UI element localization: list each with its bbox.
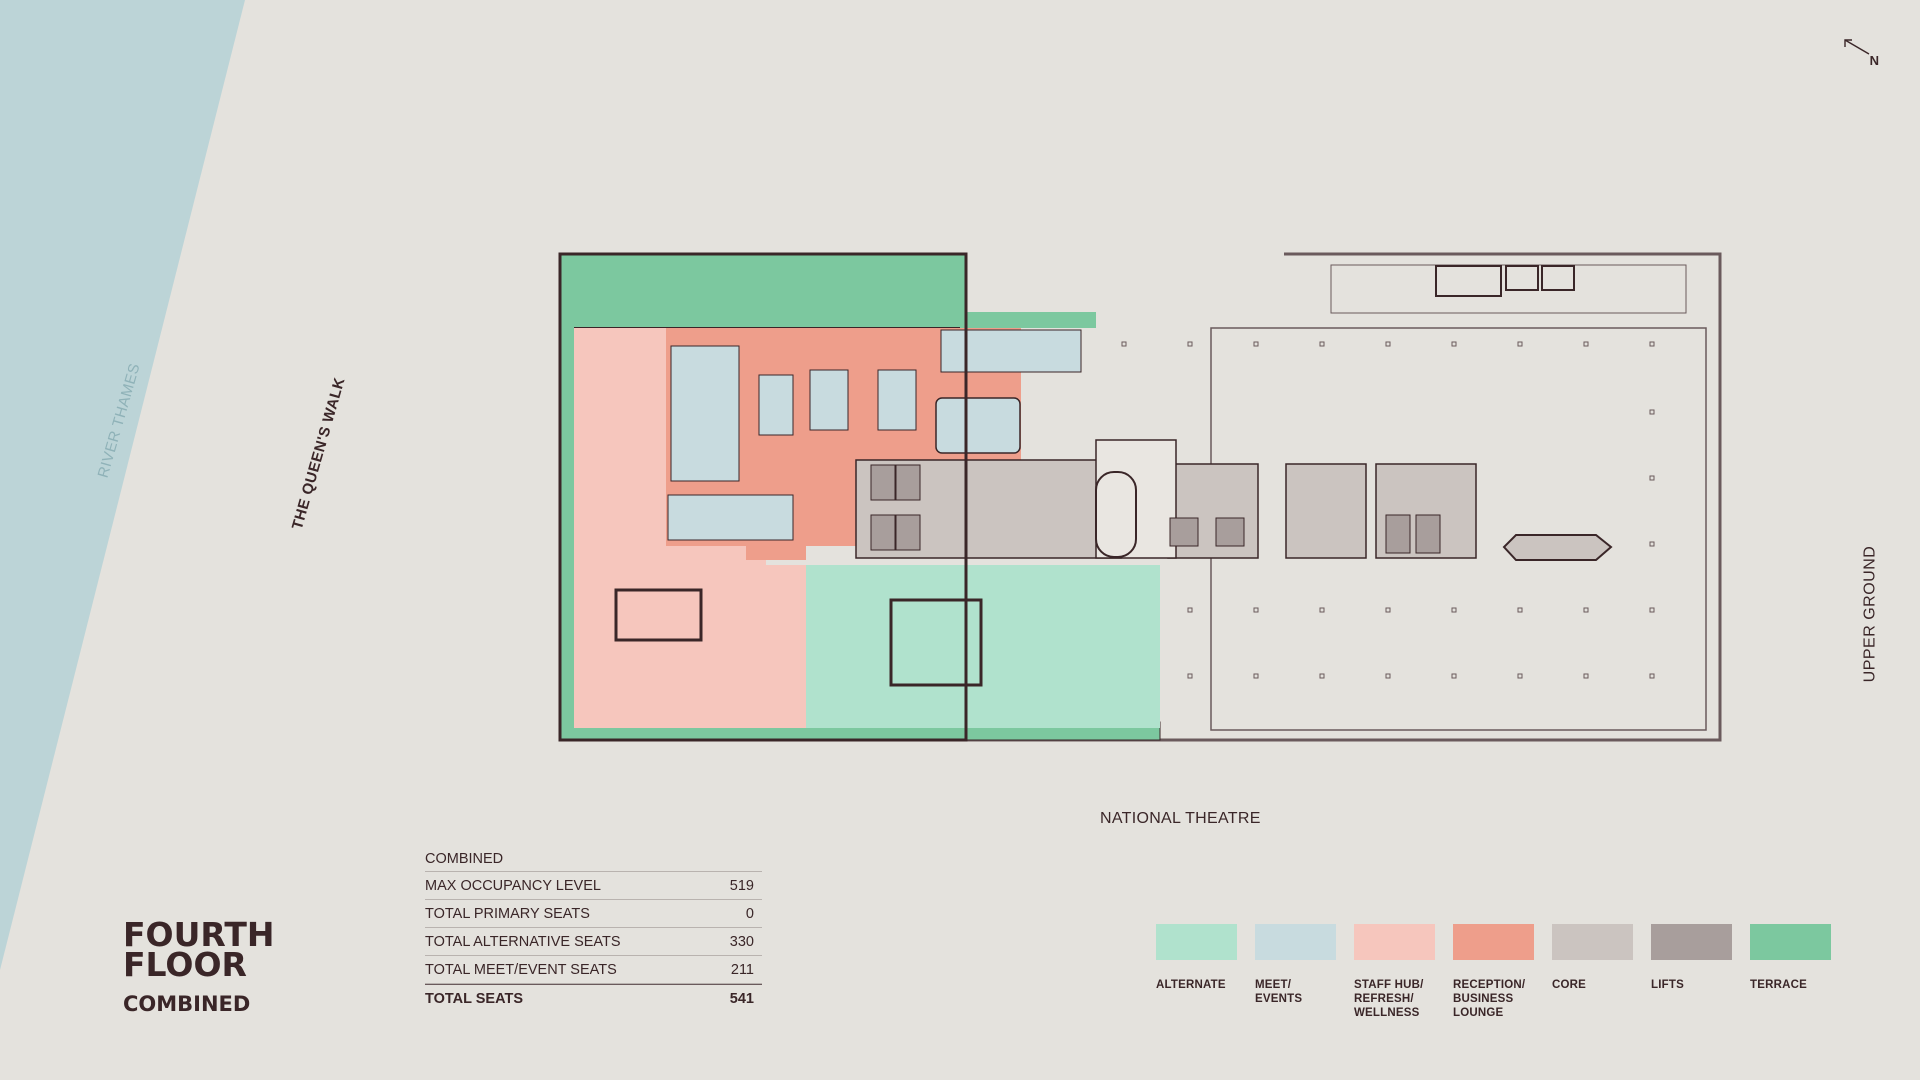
- legend-swatch: [1156, 924, 1237, 960]
- stats-total-value: 541: [729, 991, 754, 1007]
- legend-label: CORE: [1552, 979, 1587, 991]
- legend-item-core: CORE: [1552, 924, 1651, 1020]
- floor-title-line2: FLOOR: [123, 945, 247, 984]
- floor-plan: [558, 252, 1722, 742]
- seating-stats-table: COMBINED MAX OCCUPANCY LEVEL 519 TOTAL PR…: [425, 848, 762, 1012]
- upper-ground-label: UPPER GROUND: [1861, 545, 1879, 683]
- floor-title: FOURTH FLOOR COMBINED: [123, 915, 275, 1016]
- stats-row: MAX OCCUPANCY LEVEL 519: [425, 872, 762, 900]
- legend-swatch: [1354, 924, 1435, 960]
- legend-label: LIFTS: [1651, 979, 1684, 991]
- stats-row-label: TOTAL ALTERNATIVE SEATS: [425, 934, 621, 950]
- legend-label: TERRACE: [1750, 979, 1807, 991]
- legend-label: ALTERNATE: [1156, 979, 1226, 991]
- legend-item-alternate: ALTERNATE: [1156, 924, 1255, 1020]
- stats-total-label: TOTAL SEATS: [425, 991, 524, 1007]
- terrace-north: [559, 253, 967, 329]
- north-label: N: [1869, 53, 1879, 68]
- meet-events-zone: [670, 345, 740, 482]
- stats-row: TOTAL PRIMARY SEATS 0: [425, 900, 762, 928]
- stats-row-label: MAX OCCUPANCY LEVEL: [425, 878, 601, 894]
- stats-heading: COMBINED: [425, 848, 762, 872]
- north-arrow-icon: [1844, 39, 1870, 55]
- stats-row-value: 211: [730, 962, 754, 978]
- stats-row-value: 0: [745, 906, 754, 922]
- legend-swatch: [1651, 924, 1732, 960]
- national-theatre-label: NATIONAL THEATRE: [1100, 810, 1261, 827]
- legend-swatch: [1255, 924, 1336, 960]
- legend-swatch: [1453, 924, 1534, 960]
- legend-swatch: [1750, 924, 1831, 960]
- stats-row-value: 330: [729, 934, 754, 950]
- lifts-zone: [870, 464, 1441, 554]
- river-thames-area: [0, 0, 245, 970]
- legend-swatch: [1552, 924, 1633, 960]
- alternate-zone: [806, 565, 1160, 728]
- legend-label: RECEPTION/ BUSINESS LOUNGE: [1453, 979, 1526, 1019]
- stats-total-row: TOTAL SEATS 541: [425, 984, 762, 1012]
- stats-row: TOTAL MEET/EVENT SEATS 211: [425, 956, 762, 984]
- stats-row: TOTAL ALTERNATIVE SEATS 330: [425, 928, 762, 956]
- floor-title-line1: FOURTH: [123, 915, 275, 954]
- queens-walk-label: THE QUEEN'S WALK: [288, 375, 349, 532]
- legend-label: MEET/ EVENTS: [1255, 979, 1303, 1005]
- legend-item-staff-hub: STAFF HUB/ REFRESH/ WELLNESS: [1354, 924, 1453, 1020]
- north-arrow: N: [1843, 38, 1879, 68]
- legend-item-reception: RECEPTION/ BUSINESS LOUNGE: [1453, 924, 1552, 1020]
- legend-item-meet-events: MEET/ EVENTS: [1255, 924, 1354, 1020]
- zone-legend: ALTERNATE MEET/ EVENTS STAFF HUB/ REFRES…: [1156, 924, 1849, 1020]
- legend-item-terrace: TERRACE: [1750, 924, 1849, 1020]
- stats-row-value: 519: [729, 878, 754, 894]
- floor-subtitle: COMBINED: [123, 992, 251, 1016]
- legend-label: STAFF HUB/ REFRESH/ WELLNESS: [1354, 979, 1424, 1019]
- stats-row-label: TOTAL MEET/EVENT SEATS: [425, 962, 617, 978]
- staff-hub-zone: [574, 328, 666, 728]
- stats-row-label: TOTAL PRIMARY SEATS: [425, 906, 590, 922]
- legend-item-lifts: LIFTS: [1651, 924, 1750, 1020]
